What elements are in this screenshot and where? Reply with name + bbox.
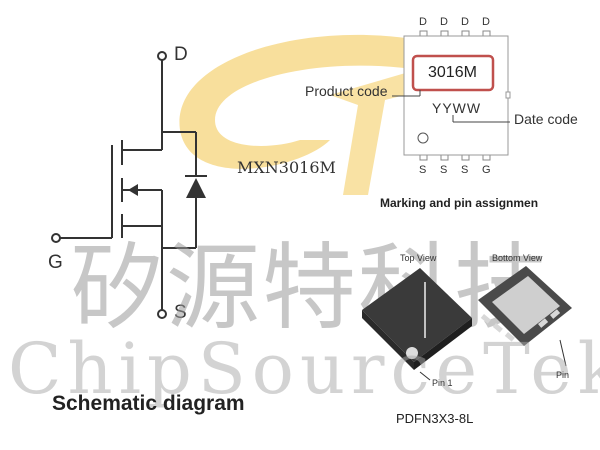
drain-label: D — [174, 44, 188, 65]
bottom-view-label: Bottom View — [492, 253, 543, 263]
package-top-view — [362, 268, 472, 381]
part-number: MXN3016M — [237, 158, 336, 177]
pin-label: Pin — [556, 370, 570, 380]
source-label: S — [174, 302, 187, 323]
watermark-english: ChipSourceTek — [8, 328, 600, 410]
pin1-label: Pin 1 — [432, 378, 453, 388]
schematic-title: Schematic diagram — [52, 392, 245, 415]
product-code-label: Product code — [305, 83, 388, 99]
pin-label-bottom-4: G — [482, 164, 491, 176]
pin-label-bottom-1: S — [419, 164, 427, 176]
date-code-value: YYWW — [432, 100, 482, 116]
gate-label: G — [48, 252, 63, 273]
pin-label-top-3: D — [461, 16, 469, 28]
date-code-label: Date code — [514, 111, 578, 127]
package-bottom-view — [478, 266, 572, 367]
marking-title: Marking and pin assignmen — [380, 196, 539, 210]
product-code-value: 3016M — [428, 64, 477, 81]
package-name: PDFN3X3-8L — [396, 411, 474, 426]
pin-label-top-2: D — [440, 16, 448, 28]
pin-label-bottom-2: S — [440, 164, 448, 176]
top-view-label: Top View — [400, 253, 437, 263]
pin-label-top-1: D — [419, 16, 427, 28]
pin-label-top-4: D — [482, 16, 490, 28]
pin-label-bottom-3: S — [461, 164, 469, 176]
